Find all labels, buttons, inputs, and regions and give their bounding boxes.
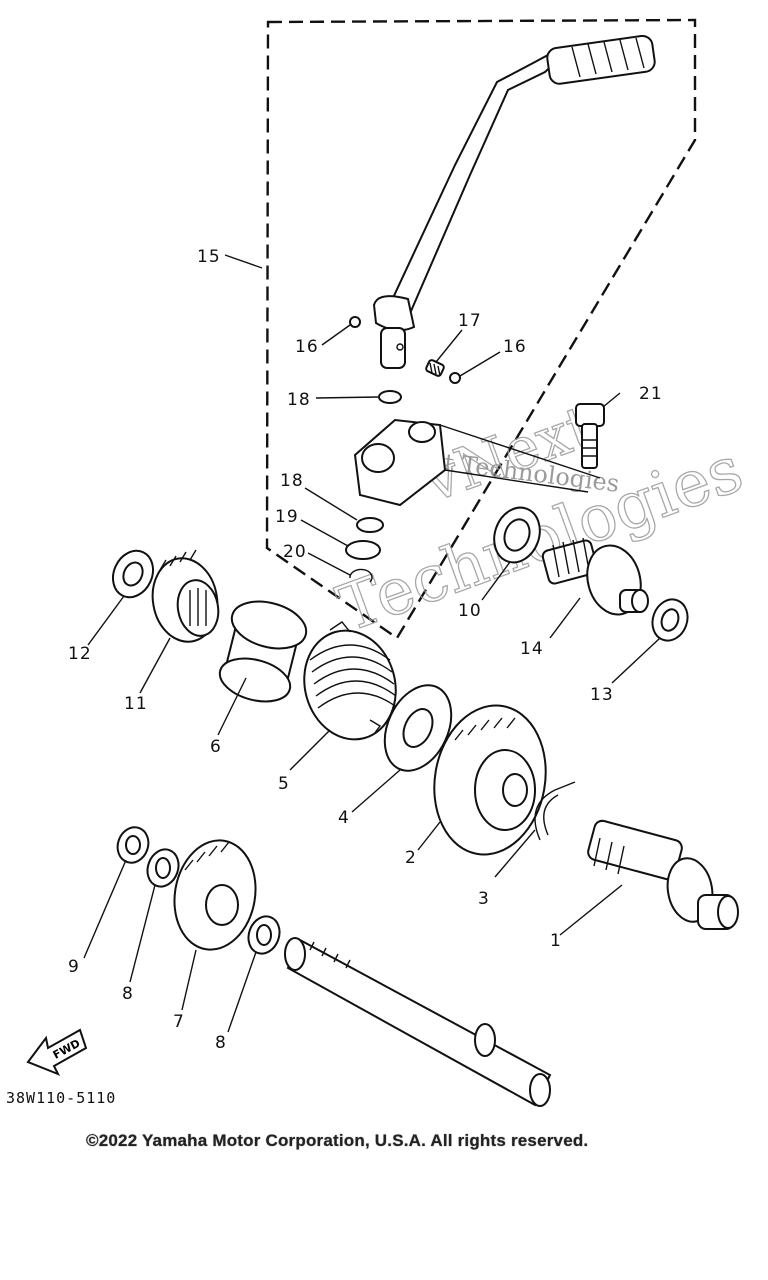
part-kick-crank <box>372 34 656 369</box>
part-o-ring-lower <box>356 517 384 533</box>
callout-2: 2 <box>405 848 417 868</box>
part-kick-gear <box>433 704 547 856</box>
part-bolt <box>575 403 605 469</box>
part-idler-gear <box>587 819 739 930</box>
callout-6: 6 <box>210 737 222 757</box>
callout-18-lower: 18 <box>280 471 304 491</box>
part-clip-3 <box>534 781 576 841</box>
fwd-arrow-icon: FWD <box>26 1028 88 1076</box>
part-washer-12 <box>112 549 154 599</box>
part-washer-13 <box>651 598 689 642</box>
part-washer-8-upper <box>146 848 180 888</box>
part-gear-7 <box>173 839 257 951</box>
part-ball-right <box>449 372 461 384</box>
callout-7: 7 <box>173 1012 185 1032</box>
leader-lines <box>83 254 661 1033</box>
callout-8-right: 8 <box>215 1033 227 1053</box>
part-circlip-20 <box>349 568 373 583</box>
part-gear-shaft <box>541 537 649 616</box>
callout-18-upper: 18 <box>287 390 311 410</box>
part-torsion-spring <box>303 621 399 741</box>
callout-20: 20 <box>283 542 307 562</box>
part-spring-small <box>425 359 445 377</box>
callout-14: 14 <box>520 639 544 659</box>
callout-17: 17 <box>458 311 482 331</box>
callout-5: 5 <box>278 774 290 794</box>
callout-12: 12 <box>68 644 92 664</box>
kick-assembly-boundary <box>265 18 697 640</box>
callout-13: 13 <box>590 685 614 705</box>
callout-15: 15 <box>197 247 221 267</box>
callout-16-left: 16 <box>295 337 319 357</box>
callout-16-right: 16 <box>503 337 527 357</box>
part-kick-axle <box>284 937 552 1107</box>
callout-19: 19 <box>275 507 299 527</box>
diagram-reference-code: 38W110-5110 <box>6 1089 117 1107</box>
part-circlip-9 <box>116 826 150 864</box>
callout-8-left: 8 <box>122 984 134 1004</box>
part-washer-8-lower <box>247 915 281 955</box>
callout-21: 21 <box>639 384 663 404</box>
copyright-notice: ©2022 Yamaha Motor Corporation, U.S.A. A… <box>86 1131 589 1150</box>
part-o-ring-upper <box>378 390 402 404</box>
callout-numbers: 15 16 17 16 18 21 18 19 20 10 14 13 12 1… <box>68 247 663 1053</box>
callout-4: 4 <box>338 808 350 828</box>
callout-10: 10 <box>458 601 482 621</box>
part-oil-seal <box>493 506 541 564</box>
exploded-parts-diagram: vNext Technologies vNext Technologies <box>26 18 753 1107</box>
part-kick-boss <box>353 418 601 507</box>
callout-1: 1 <box>550 931 562 951</box>
callout-11: 11 <box>124 694 148 714</box>
part-washer-19 <box>345 540 381 560</box>
part-ratchet-gear <box>151 549 220 643</box>
callout-3: 3 <box>478 889 490 909</box>
part-sleeve <box>218 600 308 703</box>
part-ball-left <box>349 316 361 328</box>
callout-9: 9 <box>68 957 80 977</box>
